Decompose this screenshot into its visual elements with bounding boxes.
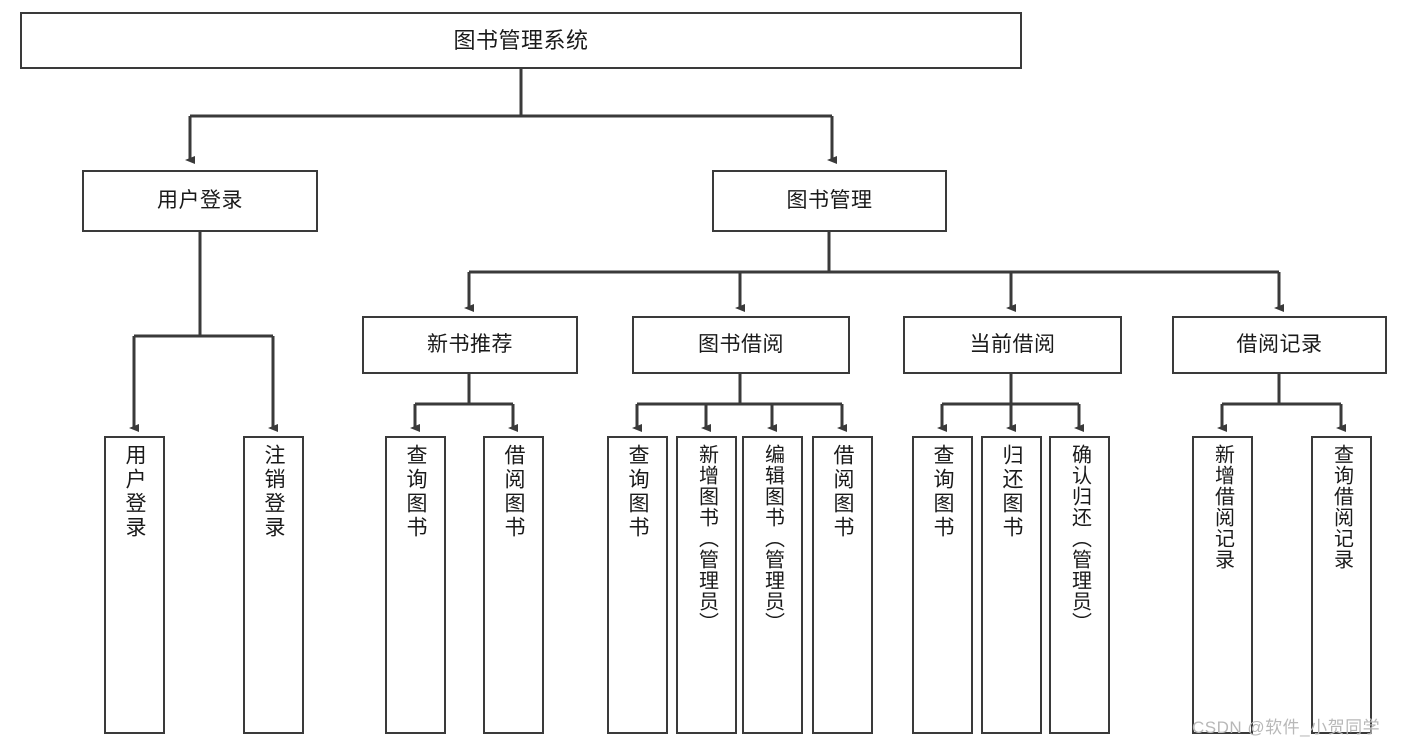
node-label: 注销登录: [262, 444, 285, 540]
leaf-edit-book-admin[interactable]: 编辑图书（管理员）: [742, 436, 803, 734]
node-current-borrow[interactable]: 当前借阅: [903, 316, 1122, 374]
leaf-add-borrow-record[interactable]: 新增借阅记录: [1192, 436, 1253, 734]
leaf-borrow-book-recommend[interactable]: 借阅图书: [483, 436, 544, 734]
node-label: 用户登录: [123, 444, 146, 540]
node-borrow-record[interactable]: 借阅记录: [1172, 316, 1387, 374]
leaf-confirm-return-admin[interactable]: 确认归还（管理员）: [1049, 436, 1110, 734]
csdn-watermark: CSDN @软件_小贺同学: [1192, 718, 1381, 737]
node-label: 图书管理系统: [453, 27, 589, 53]
leaf-borrow-book[interactable]: 借阅图书: [812, 436, 873, 734]
node-book-management[interactable]: 图书管理: [712, 170, 947, 232]
node-label: 查询借阅记录: [1330, 444, 1353, 570]
node-new-book-recommend[interactable]: 新书推荐: [362, 316, 578, 374]
leaf-query-borrow-record[interactable]: 查询借阅记录: [1311, 436, 1372, 734]
node-label: 查询图书: [931, 444, 954, 540]
node-label: 借阅图书: [831, 444, 854, 540]
node-label: 查询图书: [626, 444, 649, 540]
node-label: 新增借阅记录: [1211, 444, 1234, 570]
leaf-logout[interactable]: 注销登录: [243, 436, 304, 734]
node-label: 新增图书（管理员）: [695, 444, 718, 633]
node-label: 图书借阅: [698, 332, 784, 356]
node-label: 新书推荐: [427, 332, 513, 356]
node-label: 当前借阅: [969, 332, 1056, 356]
node-label: 借阅图书: [502, 444, 525, 540]
leaf-query-book-borrow[interactable]: 查询图书: [607, 436, 668, 734]
node-user-login[interactable]: 用户登录: [82, 170, 318, 232]
node-label: 借阅记录: [1236, 332, 1323, 356]
node-root-system[interactable]: 图书管理系统: [20, 12, 1022, 69]
leaf-add-book-admin[interactable]: 新增图书（管理员）: [676, 436, 737, 734]
node-label: 用户登录: [157, 188, 243, 212]
leaf-return-book[interactable]: 归还图书: [981, 436, 1042, 734]
node-label: 图书管理: [786, 188, 873, 212]
leaf-query-book-current[interactable]: 查询图书: [912, 436, 973, 734]
node-book-borrow[interactable]: 图书借阅: [632, 316, 850, 374]
leaf-query-book-recommend[interactable]: 查询图书: [385, 436, 446, 734]
node-label: 编辑图书（管理员）: [761, 444, 784, 633]
node-label: 归还图书: [1000, 444, 1023, 540]
node-label: 查询图书: [404, 444, 427, 540]
node-label: 确认归还（管理员）: [1068, 444, 1091, 633]
leaf-user-login[interactable]: 用户登录: [104, 436, 165, 734]
